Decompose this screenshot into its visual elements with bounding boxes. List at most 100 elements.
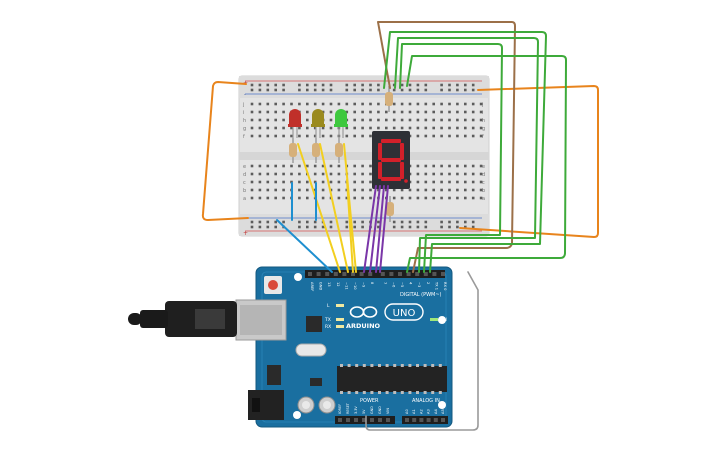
rail-hole [321, 83, 325, 87]
breadboard-hole [432, 126, 435, 130]
rail-hole [274, 225, 277, 229]
breadboard-hole [424, 172, 428, 176]
breadboard-hole [448, 196, 451, 200]
row-letter-left: g [243, 126, 246, 132]
wire-purple-4[interactable] [379, 185, 389, 273]
breadboard-hole [464, 172, 467, 176]
wire-yellow-2[interactable] [319, 143, 349, 273]
breadboard-hole [400, 188, 404, 192]
breadboard-hole [274, 118, 277, 122]
logo-loop-right [362, 306, 378, 318]
row-letter-left: b [243, 188, 246, 194]
rail-hole [258, 225, 262, 229]
breadboard-hole [408, 126, 412, 130]
analog-pin-label: A2 [419, 409, 423, 414]
breadboard-hole [456, 118, 459, 122]
rail-hole [408, 83, 412, 87]
wire-yellow-3[interactable] [343, 143, 357, 273]
breadboard-hole [448, 126, 451, 130]
breadboard-hole [353, 118, 356, 122]
wire-green-1[interactable] [394, 37, 539, 273]
wire-green-4[interactable] [406, 55, 567, 273]
led-tx-label: TX [324, 317, 331, 323]
breadboard-hole [258, 172, 262, 176]
breadboard-hole [345, 110, 349, 114]
breadboard-hole [306, 134, 309, 138]
breadboard-hole [440, 118, 443, 122]
wire-orange-left[interactable] [201, 81, 249, 221]
wire-green-2[interactable] [399, 43, 503, 273]
breadboard-hole [369, 118, 372, 122]
breadboard-hole [448, 134, 451, 138]
digital-pin-label: GND [319, 282, 323, 290]
wire-gray[interactable] [365, 271, 479, 431]
led-green[interactable] [334, 109, 348, 138]
small-chip [310, 378, 322, 386]
wire-brown[interactable] [377, 21, 516, 273]
breadboard-hole [479, 118, 483, 122]
breadboard-hole [329, 110, 333, 114]
top-power-rail [239, 76, 489, 98]
breadboard-hole [471, 110, 475, 114]
rail-hole [471, 225, 475, 229]
header-hole [423, 272, 428, 276]
breadboard-hole [353, 102, 356, 106]
segment [381, 177, 401, 181]
rail-hole [345, 220, 349, 224]
rail-hole [321, 88, 325, 92]
seven-segment-display[interactable] [372, 131, 410, 189]
reset-button[interactable] [268, 280, 278, 290]
chip-pin [408, 391, 412, 394]
breadboard-hole [440, 196, 443, 200]
led-red[interactable] [288, 109, 302, 138]
wire-purple-1[interactable] [363, 185, 377, 273]
rail-hole [306, 220, 309, 224]
breadboard-hole [471, 188, 475, 192]
wire-purple-3[interactable] [375, 185, 385, 273]
row-letter-left: i [243, 110, 244, 116]
breadboard-hole [448, 172, 451, 176]
resistor-display-bottom[interactable] [386, 196, 394, 222]
arduino-board[interactable]: L TX RX ON UNO ARDUINO DIGITAL (PWM~) PO… [235, 266, 453, 428]
breadboard-hole [361, 126, 364, 130]
breadboard-hole [424, 164, 428, 168]
led-yellow[interactable] [311, 109, 325, 138]
breadboard-hole [282, 102, 285, 106]
breadboard-hole [313, 134, 317, 138]
breadboard-hole [464, 180, 467, 184]
wire-green-3[interactable] [383, 31, 547, 273]
resistor-display-top[interactable] [385, 86, 393, 112]
resistor-red-led[interactable] [289, 138, 297, 163]
wire-purple-2[interactable] [369, 185, 381, 273]
rail-hole [416, 88, 420, 92]
usb-cable[interactable] [128, 301, 237, 337]
rail-hole [440, 83, 443, 87]
rail-hole [321, 225, 325, 229]
breadboard-hole [471, 180, 475, 184]
led-body [335, 109, 347, 126]
wire-blue-diag[interactable] [276, 219, 333, 273]
row-letter-right: f [482, 134, 484, 140]
breadboard-hole [432, 110, 435, 114]
breadboard-hole [337, 180, 341, 184]
rail-hole [377, 83, 380, 87]
rail-hole [298, 225, 301, 229]
resistor-green-led[interactable] [335, 138, 343, 163]
power-pin-label: IOREF [338, 404, 342, 414]
power-label: POWER [360, 398, 379, 404]
resistor-yellow-led[interactable] [312, 138, 320, 163]
wire-yellow-4[interactable] [346, 179, 354, 273]
analog-header-hole [433, 418, 438, 422]
breadboard-hole [424, 134, 428, 138]
breadboard-hole [282, 134, 285, 138]
breadboard-hole [432, 102, 435, 106]
chip-pin [340, 391, 343, 394]
digital-label: DIGITAL (PWM~) [400, 292, 442, 298]
wire-orange-right[interactable] [459, 85, 599, 238]
wire-yellow-1[interactable] [297, 143, 341, 273]
chip-pin [362, 391, 366, 394]
breadboard-hole [392, 126, 396, 130]
